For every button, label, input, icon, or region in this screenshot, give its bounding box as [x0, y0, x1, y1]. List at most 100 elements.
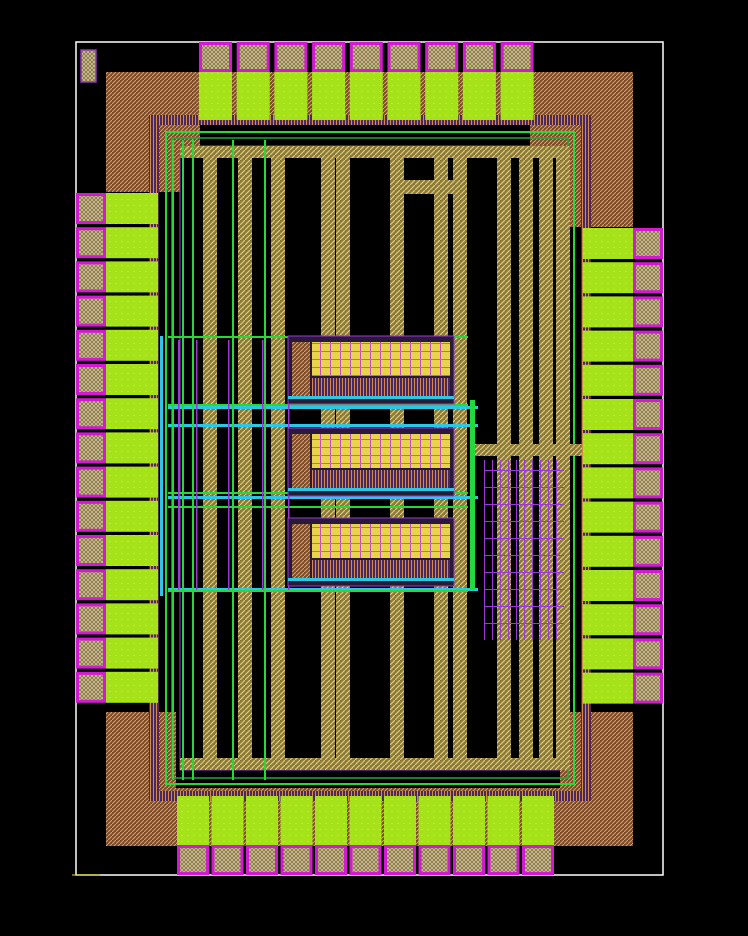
- macro-1-periphery: [312, 378, 450, 398]
- pad-right-7-metal: [636, 436, 660, 462]
- io-cell-left-6: [106, 364, 158, 395]
- pad-left-14-metal: [79, 640, 103, 666]
- green-vertical-4: [232, 140, 234, 780]
- io-cell-top-2: [236, 72, 270, 120]
- purple-vertical-1: [178, 340, 180, 590]
- io-cell-bottom-11: [522, 796, 554, 845]
- pad-right-9-metal: [636, 504, 660, 530]
- io-cell-left-3: [106, 261, 158, 293]
- pad-bottom-11-metal: [525, 848, 551, 872]
- pad-bottom-1-metal: [180, 848, 206, 872]
- power-strap-bottom: [180, 758, 560, 770]
- power-rail-10: [519, 146, 533, 770]
- pad-top-2-metal: [239, 45, 267, 69]
- cyan-route-4: [168, 588, 478, 591]
- io-cell-right-2: [583, 262, 633, 294]
- io-cell-left-11: [106, 535, 158, 566]
- io-cell-right-1: [583, 228, 633, 259]
- green-route-2: [168, 404, 468, 406]
- io-cell-bottom-3: [246, 796, 278, 845]
- macro-3-decoder: [292, 524, 310, 580]
- pad-right-5-metal: [636, 367, 660, 393]
- purple-bus-v-8: [540, 460, 541, 640]
- io-cell-top-9: [500, 72, 534, 120]
- pad-bottom-3-metal: [249, 848, 275, 872]
- pad-top-5-metal: [352, 45, 380, 69]
- purple-bus-h-8: [484, 589, 564, 590]
- pad-left-8-metal: [79, 435, 103, 461]
- pad-bottom-8-metal: [421, 848, 448, 872]
- power-rail-11: [539, 146, 553, 770]
- alignment-mark: [80, 49, 97, 83]
- purple-bus-v-2: [492, 460, 493, 640]
- memory-macros: [287, 335, 455, 587]
- purple-bus-h-7: [484, 572, 564, 573]
- pad-bottom-6-metal: [352, 848, 379, 872]
- bond-pads: [76, 42, 663, 875]
- io-cell-top-4: [312, 72, 346, 120]
- pad-bottom-9-metal: [456, 848, 482, 872]
- pad-left-6-metal: [79, 367, 103, 392]
- macro-2-array: [312, 434, 450, 468]
- purple-vertical-3: [228, 340, 230, 590]
- pad-top-9-metal: [503, 45, 531, 69]
- power-strap-top: [180, 146, 560, 158]
- pad-right-11-metal: [636, 573, 660, 598]
- io-cell-top-5: [349, 72, 383, 120]
- power-strap-right: [472, 444, 582, 456]
- io-cell-left-8: [106, 432, 158, 464]
- pad-bottom-7-metal: [387, 848, 413, 872]
- pad-left-10-metal: [79, 503, 103, 529]
- green-route-4: [168, 506, 468, 508]
- pad-top-6-metal: [390, 45, 418, 69]
- io-cell-left-7: [106, 398, 158, 430]
- pad-left-9-metal: [79, 469, 103, 495]
- io-cell-right-8: [583, 467, 633, 499]
- io-cell-bottom-1: [177, 796, 209, 845]
- macro-2-periphery: [312, 470, 450, 490]
- pad-right-3-metal: [636, 299, 660, 325]
- purple-bus-v-1: [484, 460, 485, 640]
- pad-right-13-metal: [636, 641, 660, 667]
- cyan-trunk-left: [160, 336, 163, 596]
- cyan-route-3: [168, 496, 478, 499]
- macro-3-periphery: [312, 560, 450, 580]
- green-vertical-5: [264, 140, 266, 780]
- purple-bus-v-3: [500, 460, 501, 640]
- purple-bus-v-10: [556, 460, 557, 640]
- io-cell-left-13: [106, 603, 158, 635]
- green-vertical-3: [192, 140, 194, 780]
- pad-top-7-metal: [428, 45, 456, 69]
- core-ring-inner: [165, 131, 575, 785]
- pad-right-14-metal: [636, 675, 660, 701]
- cyan-route-2: [168, 424, 478, 427]
- purple-bus-v-9: [548, 460, 549, 640]
- io-cell-right-7: [583, 433, 633, 465]
- green-vertical-2: [182, 140, 184, 780]
- purple-bus-v-6: [524, 460, 525, 640]
- io-cell-bottom-8: [418, 796, 451, 845]
- pad-top-1-metal: [202, 45, 229, 69]
- pad-top-3-metal: [277, 45, 305, 69]
- io-cell-left-10: [106, 500, 158, 532]
- power-rail-1: [203, 146, 217, 770]
- power-rail-9: [497, 146, 511, 770]
- io-cell-left-12: [106, 569, 158, 601]
- io-cell-top-1: [199, 72, 232, 120]
- green-route-5: [168, 590, 468, 592]
- pad-right-1-metal: [636, 231, 660, 256]
- io-cell-left-15: [106, 671, 158, 703]
- macro-1-bus: [288, 396, 454, 399]
- macro-2-bus: [288, 488, 454, 491]
- power-rail-8: [453, 146, 467, 770]
- pad-bottom-10-metal: [490, 848, 517, 872]
- cyan-route-1: [168, 406, 478, 409]
- pad-left-3-metal: [79, 264, 103, 290]
- io-cell-right-6: [583, 399, 633, 430]
- io-cell-right-13: [583, 638, 633, 670]
- pad-top-4-metal: [315, 45, 343, 69]
- pad-left-13-metal: [79, 606, 103, 632]
- power-rails: [180, 146, 582, 770]
- macro-1-decoder: [292, 342, 310, 398]
